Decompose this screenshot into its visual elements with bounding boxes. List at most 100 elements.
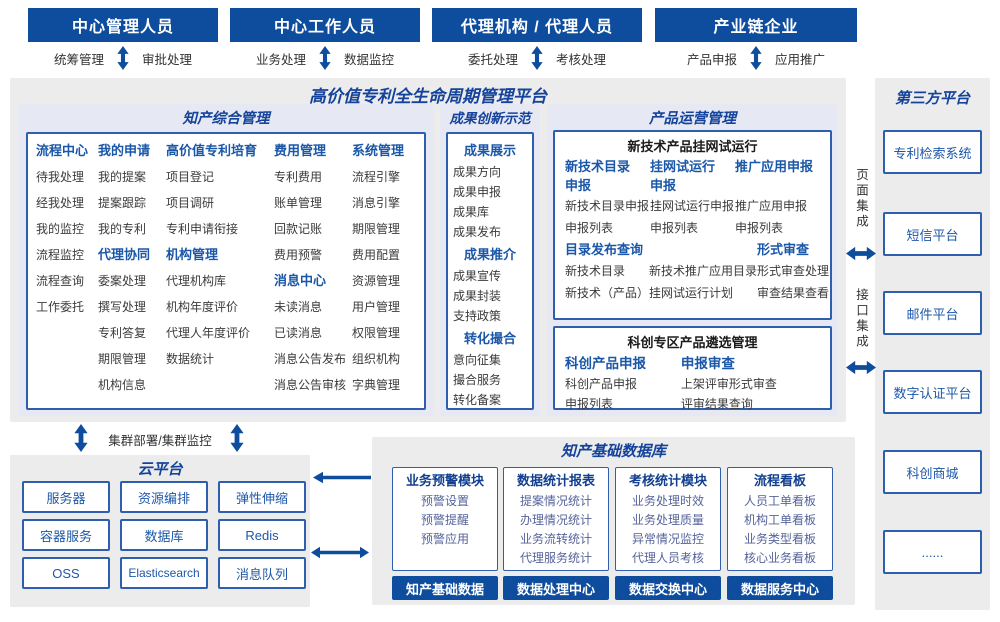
- vertical-double-arrow-icon: [319, 45, 331, 71]
- menu-header: 高价值专利培育: [166, 143, 258, 158]
- menu-item: 意向征集: [453, 353, 502, 367]
- vertical-double-arrow-icon: [750, 45, 762, 71]
- actor-bar-agencies: 代理机构 / 代理人员: [432, 8, 642, 42]
- actor-bar-center-managers: 中心管理人员: [28, 8, 218, 42]
- vertical-double-arrow-icon: [230, 423, 244, 453]
- module-item: 业务处理质量: [631, 513, 704, 527]
- menu-item: 权限管理: [352, 326, 401, 340]
- cloud-item-elasticsearch: Elasticsearch: [120, 557, 208, 589]
- menu-header: 我的申请: [98, 143, 151, 158]
- horizontal-double-arrow-icon: [311, 546, 369, 559]
- horizontal-double-arrow-icon: [846, 360, 876, 375]
- actor-bar-center-staff: 中心工作人员: [230, 8, 420, 42]
- menu-header: 流程中心: [36, 143, 89, 158]
- menu-header: 消息中心: [274, 273, 327, 288]
- actor-labels: 统筹管理 审批处理: [28, 42, 218, 74]
- cloud-item-message-queue: 消息队列: [218, 557, 306, 589]
- cloud-item-orchestration: 资源编排: [120, 481, 208, 513]
- menu-item: 申报列表: [565, 221, 614, 235]
- actor-role-label: 委托处理: [467, 52, 518, 67]
- footer-data-exchange-center: 数据交换中心: [615, 576, 721, 600]
- menu-item: 申报列表: [650, 221, 699, 235]
- ip-column-fees: 费用管理 专利费用 账单管理 回款记账 费用预警 消息中心 未读消息 已读消息 …: [274, 138, 352, 408]
- menu-item: 已读消息: [274, 326, 323, 340]
- menu-item: 成果方向: [453, 165, 502, 179]
- actor-role-label: 审批处理: [142, 52, 193, 67]
- cluster-label: 集群部署/集群监控: [108, 434, 212, 448]
- menu-item: 成果库: [453, 205, 490, 219]
- menu-item: 新技术目录: [565, 264, 626, 278]
- menu-item: 项目调研: [166, 196, 215, 210]
- third-party-sci-mall: 科创商城: [883, 450, 982, 494]
- module-statistics-report: 数据统计报表 提案情况统计 办理情况统计 业务流转统计 代理服务统计: [503, 467, 609, 571]
- vertical-double-arrow-icon: [531, 45, 543, 71]
- menu-item: 成果申报: [453, 185, 502, 199]
- menu-item: 撮合服务: [453, 373, 502, 387]
- left-arrow-icon: [313, 471, 371, 484]
- footer-data-processing-center: 数据处理中心: [503, 576, 609, 600]
- ip-database-title: 知产基础数据库: [560, 443, 666, 460]
- ip-menu-box: 流程中心 待我处理 经我处理 我的监控 流程监控 流程查询 工作委托 我的申请 …: [26, 132, 426, 410]
- menu-item: 组织机构: [352, 352, 401, 366]
- achievement-menu-box: 成果展示 成果方向 成果申报 成果库 成果发布 成果推介 成果宣传 成果封装 支…: [446, 132, 534, 410]
- module-item: 办理情况统计: [519, 513, 592, 527]
- menu-item: 申报列表: [565, 397, 614, 411]
- menu-header: 挂网试运行申报: [650, 159, 716, 193]
- new-tech-trial-box: 新技术产品挂网试运行 新技术目录申报 新技术目录申报 申报列表 挂网试运行申报 …: [553, 130, 832, 320]
- module-item: 代理人员考核: [631, 551, 704, 565]
- horizontal-double-arrow-icon: [846, 246, 876, 261]
- module-item: 预警应用: [420, 532, 469, 546]
- sci-innovation-box: 科创专区产品遴选管理 科创产品申报 科创产品申报 申报列表 申报审查 上架评审形…: [553, 326, 832, 411]
- menu-item: 期限管理: [98, 352, 147, 366]
- menu-header: 代理协同: [98, 247, 151, 262]
- menu-header: 目录发布查询: [565, 242, 644, 257]
- menu-header: 转化撮合: [463, 331, 516, 346]
- menu-item: 工作委托: [36, 300, 85, 314]
- menu-item: 账单管理: [274, 196, 323, 210]
- menu-item: 评审结果查询: [680, 397, 753, 411]
- module-item: 业务流转统计: [519, 532, 592, 546]
- panel-product-ops: 产品运营管理 新技术产品挂网试运行 新技术目录申报 新技术目录申报 申报列表 挂…: [547, 104, 838, 416]
- menu-item: 新技术推广应用目录: [649, 264, 758, 278]
- module-header: 考核统计模块: [628, 473, 707, 488]
- cloud-item-oss: OSS: [22, 557, 110, 589]
- third-party-digital-cert: 数字认证平台: [883, 370, 982, 414]
- footer-data-service-center: 数据服务中心: [727, 576, 833, 600]
- menu-header: 成果展示: [463, 143, 516, 158]
- module-header: 数据统计报表: [516, 473, 595, 488]
- menu-item: 专利申请衔接: [166, 222, 239, 236]
- vertical-double-arrow-icon: [117, 45, 129, 71]
- cloud-item-database: 数据库: [120, 519, 208, 551]
- ip-column-process: 流程中心 待我处理 经我处理 我的监控 流程监控 流程查询 工作委托: [36, 138, 98, 408]
- footer-ip-base-data: 知产基础数据: [392, 576, 498, 600]
- catalog-row: 新技术目录 新技术推广应用目录: [565, 260, 757, 282]
- api-integration-label: 接口集成: [854, 288, 868, 350]
- menu-item: 专利答复: [98, 326, 147, 340]
- third-party-title: 第三方平台: [894, 90, 970, 107]
- actor-labels: 产品申报 应用推广: [655, 42, 857, 74]
- menu-item: 机构信息: [98, 378, 147, 392]
- menu-header: 机构管理: [166, 247, 219, 262]
- menu-header: 推广应用申报: [735, 159, 814, 174]
- menu-item: 回款记账: [274, 222, 323, 236]
- column-sci-product-declare: 科创产品申报 科创产品申报 申报列表: [565, 353, 681, 414]
- menu-item: 流程监控: [36, 248, 85, 262]
- catalog-publish-section: 目录发布查询 新技术目录 新技术推广应用目录 新技术（产品）挂网试运行计划: [565, 239, 757, 304]
- menu-item: 委案处理: [98, 274, 147, 288]
- module-item: 业务处理时效: [631, 494, 704, 508]
- menu-item: 代理机构库: [166, 274, 227, 288]
- actor-bar-enterprises: 产业链企业: [655, 8, 857, 42]
- module-assessment: 考核统计模块 业务处理时效 业务处理质量 异常情况监控 代理人员考核: [615, 467, 721, 571]
- cloud-item-container-service: 容器服务: [22, 519, 110, 551]
- ip-column-application: 我的申请 我的提案 提案跟踪 我的专利 代理协同 委案处理 撰写处理 专利答复 …: [98, 138, 166, 408]
- panel-ip-title: 知产综合管理: [182, 111, 270, 127]
- module-warning: 业务预警模块 预警设置 预警提醒 预警应用: [392, 467, 498, 571]
- menu-item: 资源管理: [352, 274, 401, 288]
- menu-item: 新技术目录申报: [565, 199, 650, 213]
- module-item: 提案情况统计: [519, 494, 592, 508]
- module-item: 预警设置: [420, 494, 469, 508]
- column-promo-declare: 推广应用申报 推广应用申报 申报列表: [735, 157, 820, 239]
- menu-item: 申报列表: [735, 221, 784, 235]
- actor-role-label: 数据监控: [344, 52, 395, 67]
- cloud-platform-title: 云平台: [137, 461, 183, 478]
